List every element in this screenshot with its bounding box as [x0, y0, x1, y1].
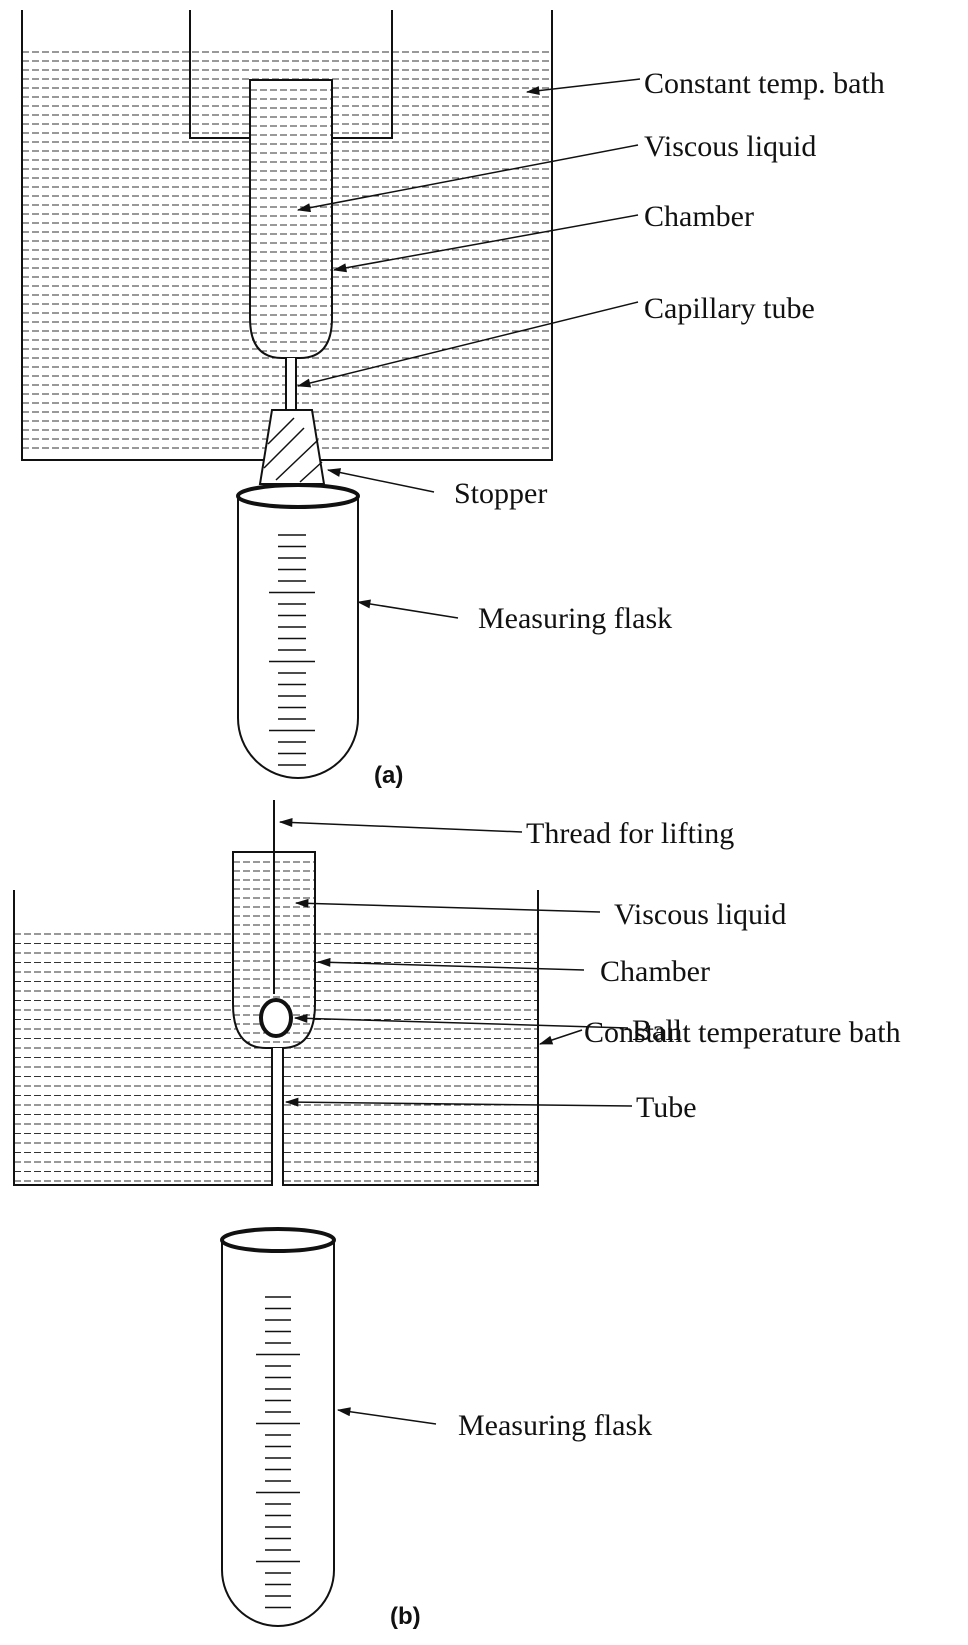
label-ball: Ball	[632, 1014, 682, 1047]
label-thread-for-lifting: Thread for lifting	[526, 817, 734, 850]
tube	[271, 1048, 284, 1186]
chamber	[249, 79, 333, 359]
label-measuring-flask: Measuring flask	[478, 602, 672, 635]
capillary-tube	[285, 358, 297, 410]
measuring-flask	[236, 483, 360, 779]
label-capillary-tube: Capillary tube	[644, 292, 815, 325]
label-constant-temp-bath: Constant temp. bath	[644, 67, 885, 100]
caption-a: (a)	[374, 762, 403, 789]
label-tube: Tube	[636, 1091, 697, 1124]
label-viscous-liquid: Viscous liquid	[614, 898, 786, 931]
label-arrows	[296, 78, 641, 619]
graduation-marks	[269, 534, 315, 766]
label-measuring-flask: Measuring flask	[458, 1409, 652, 1442]
constant-temperature-bath	[13, 890, 539, 1186]
measuring-flask	[220, 1227, 336, 1627]
label-chamber: Chamber	[644, 200, 754, 233]
label-arrows	[278, 818, 633, 1425]
ball	[259, 998, 293, 1038]
label-viscous-liquid: Viscous liquid	[644, 130, 816, 163]
graduation-marks	[256, 1296, 300, 1609]
caption-b: (b)	[390, 1603, 421, 1630]
label-constant-temperature-bath: Constant temperature bath	[584, 1016, 901, 1049]
label-chamber: Chamber	[600, 955, 710, 988]
label-stopper: Stopper	[454, 477, 547, 510]
stopper	[258, 409, 326, 485]
